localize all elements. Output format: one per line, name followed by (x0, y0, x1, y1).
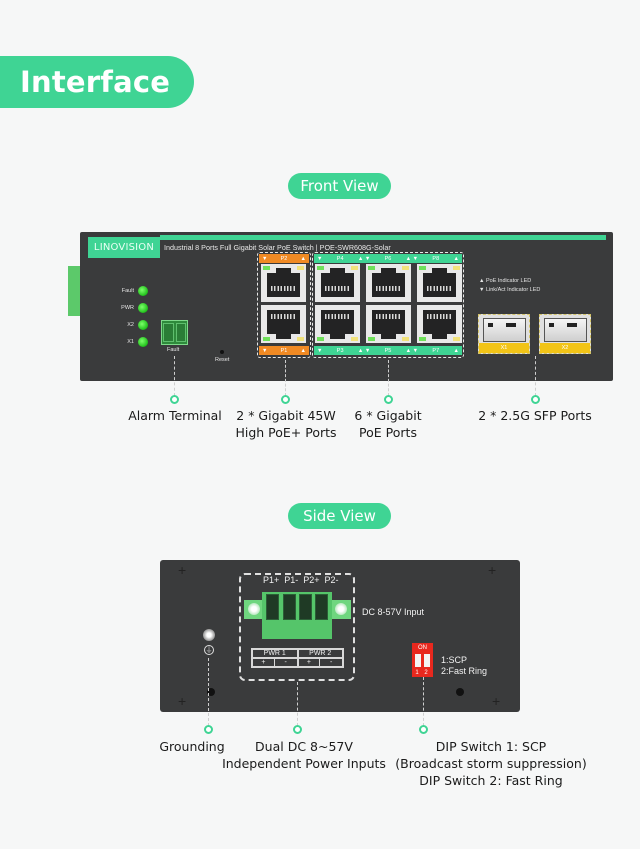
callout-dot (293, 725, 302, 734)
callout-dot (384, 395, 393, 404)
port-bar-p2: ▼P2▲ (259, 254, 309, 263)
leader-line (285, 360, 286, 396)
mount-hole (207, 688, 215, 696)
pin-label: P2- (324, 575, 339, 585)
led-x1: X1 (104, 333, 148, 350)
port-bar-p1: ▼P1▲ (259, 346, 309, 355)
led-label: X2 (127, 321, 134, 328)
terminal-screw-right (331, 600, 351, 619)
led-icon (138, 336, 148, 347)
dip-numbers: 1 2 (415, 670, 430, 676)
front-view-label: Front View (288, 173, 391, 199)
rj45-port-p7[interactable] (417, 305, 462, 343)
poe-led-legend: ▲ PoE Indicator LED (479, 278, 532, 284)
sfp-port-x1[interactable]: X1 (478, 314, 530, 354)
rj45-port-p8[interactable] (417, 264, 462, 302)
screw-icon: + (178, 562, 187, 578)
led-legend: ▲ PoE Indicator LED ▼ Link/Act Indicator… (479, 277, 540, 295)
dip-on-label: ON (418, 645, 427, 651)
screw-icon: + (492, 693, 501, 709)
port-bar-bottom: ▼P3▲ ▼P5▲ ▼P7▲ (314, 346, 462, 355)
terminal-slot (266, 594, 279, 620)
port-bar-top: ▼P4▲ ▼P6▲ ▼P8▲ (314, 254, 462, 263)
side-panel (160, 560, 520, 712)
terminal-slot (315, 594, 328, 620)
callout-power-inputs: Dual DC 8~57V Independent Power Inputs (222, 739, 386, 771)
poe-plus-port-group (257, 252, 311, 358)
rj45-port-p5[interactable] (366, 305, 411, 343)
pwr1-polarity: +- (252, 658, 298, 667)
grounding-screw (203, 629, 215, 641)
brand-logo: LINOVISION (88, 237, 160, 258)
leader-line (174, 356, 175, 396)
led-icon (138, 302, 148, 313)
led-icon (138, 285, 148, 296)
power-input-group (239, 573, 355, 681)
reset-button[interactable] (220, 350, 224, 354)
rj45-port-p2[interactable] (261, 264, 306, 302)
reset-label: Reset (215, 357, 230, 363)
screw-icon: + (178, 693, 187, 709)
pin-label: P1- (284, 575, 299, 585)
pwr2-polarity: +- (297, 658, 343, 667)
callout-dot (170, 395, 179, 404)
terminal-slot (283, 594, 296, 620)
callout-dip-switch: DIP Switch 1: SCP (Broadcast storm suppr… (395, 739, 587, 788)
dip-legend: 1:SCP 2:Fast Ring (441, 655, 488, 676)
model-title: Industrial 8 Ports Full Gigabit Solar Po… (164, 243, 391, 252)
callout-poe-plus-ports: 2 * Gigabit 45W High PoE+ Ports (235, 408, 337, 440)
alarm-terminal-block (161, 320, 188, 345)
dip-toggle-2[interactable] (424, 654, 430, 667)
status-led-list: Fault PWR X2 X1 (104, 282, 148, 350)
terminal-screw-left (244, 600, 264, 619)
led-x2: X2 (104, 316, 148, 333)
sfp-port-x2[interactable]: X2 (539, 314, 591, 354)
callout-alarm-terminal: Alarm Terminal (128, 408, 222, 423)
alarm-terminal-label: Fault (167, 347, 180, 353)
pin-labels: P1+ P1- P2+ P2- (263, 575, 339, 585)
brand-stripe (160, 235, 606, 240)
terminal-slot (299, 594, 312, 620)
link-led-legend: ▼ Link/Act Indicator LED (479, 287, 541, 293)
callout-sfp-ports: 2 * 2.5G SFP Ports (478, 408, 592, 423)
rj45-port-p4[interactable] (315, 264, 360, 302)
pin-label: P2+ (303, 575, 320, 585)
led-fault: Fault (104, 282, 148, 299)
page-title: Interface (20, 65, 171, 99)
callout-poe-ports: 6 * Gigabit PoE Ports (354, 408, 422, 440)
leader-line (535, 356, 536, 396)
pwr-polarity-table: PWR 1 PWR 2 +- +- (251, 648, 344, 668)
led-label: Fault (121, 287, 134, 294)
ground-icon: ⏚ (204, 645, 214, 655)
screw-icon: + (488, 562, 497, 578)
dip-switch[interactable]: ON 1 2 (412, 643, 433, 677)
callout-dot (204, 725, 213, 734)
leader-line (297, 682, 298, 726)
side-view-label: Side View (288, 503, 391, 529)
pwr2-label: PWR 2 (297, 649, 343, 658)
callout-dot (281, 395, 290, 404)
led-label: X1 (127, 338, 134, 345)
rj45-port-p1[interactable] (261, 305, 306, 343)
leader-line (388, 360, 389, 396)
rj45-port-p3[interactable] (315, 305, 360, 343)
dip-toggle-1[interactable] (415, 654, 421, 667)
led-icon (138, 319, 148, 330)
din-rail-clip (68, 266, 82, 316)
poe-port-group (312, 252, 464, 358)
rj45-port-p6[interactable] (366, 264, 411, 302)
led-pwr: PWR (104, 299, 148, 316)
leader-line (423, 677, 424, 726)
pin-label: P1+ (263, 575, 280, 585)
dc-input-label: DC 8-57V Input (362, 607, 425, 617)
page-title-banner: Interface (0, 56, 194, 108)
callout-grounding: Grounding (159, 739, 225, 754)
mount-hole (456, 688, 464, 696)
callout-dot (419, 725, 428, 734)
leader-line (208, 658, 209, 726)
led-label: PWR (121, 304, 134, 311)
callout-dot (531, 395, 540, 404)
pwr1-label: PWR 1 (252, 649, 298, 658)
